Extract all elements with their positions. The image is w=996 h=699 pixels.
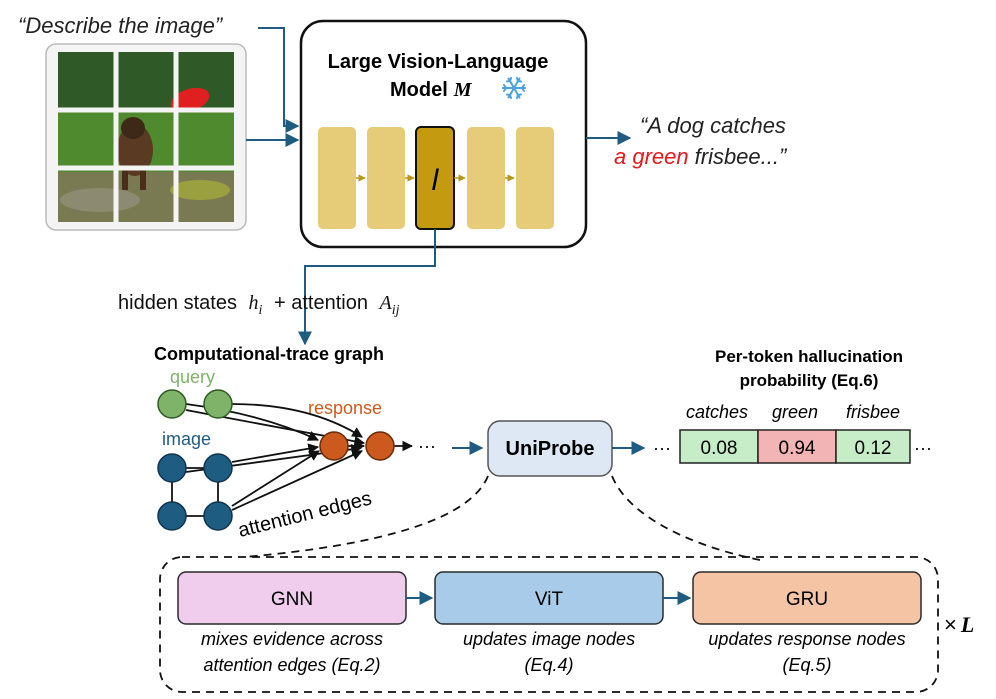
image-label: image	[162, 429, 211, 449]
gru-box	[692, 571, 922, 625]
prompt-text: “Describe the image”	[18, 13, 224, 38]
layer-block	[467, 127, 505, 229]
repeat-label: ×L	[944, 612, 974, 637]
layer-label: l	[432, 164, 440, 197]
prompt-arrow	[258, 27, 300, 133]
output-line1: “A dog catches	[640, 113, 786, 138]
per-token-title-line2: probability (Eq.6)	[740, 371, 879, 390]
vit-desc-line1: updates image nodes	[463, 629, 635, 649]
hallucinated-phrase: a green	[614, 144, 689, 169]
layer-block	[367, 127, 405, 229]
graph-ellipsis: ···	[418, 436, 436, 456]
layer-block	[318, 127, 356, 229]
response-node	[319, 431, 349, 461]
vit-desc-line2: (Eq.4)	[524, 655, 573, 675]
query-label: query	[170, 367, 215, 387]
gru-label: GRU	[786, 589, 828, 610]
gru-desc-line2: (Eq.5)	[782, 655, 831, 675]
query-node	[157, 389, 187, 419]
output-ellipsis-right: ···	[914, 438, 932, 458]
token-cell	[835, 429, 911, 464]
hidden-states-label: hidden states hi + attention Aij	[118, 292, 400, 319]
response-node	[365, 431, 395, 461]
query-node	[203, 389, 233, 419]
token-word: frisbee	[846, 402, 900, 422]
attention-edges-label: attention edges	[236, 487, 374, 541]
gru-desc-line1: updates response nodes	[708, 629, 905, 649]
uniprobe-label: UniProbe	[506, 438, 595, 460]
zoom-line-left	[244, 475, 489, 558]
image-node	[157, 453, 187, 483]
token-probability: 0.94	[779, 438, 816, 459]
gnn-label: GNN	[271, 589, 313, 610]
token-cell	[679, 429, 759, 464]
module-container	[159, 556, 939, 693]
token-probability: 0.12	[855, 438, 892, 459]
token-word: catches	[686, 402, 748, 422]
image-node	[203, 453, 233, 483]
graph-title: Computational-trace graph	[154, 344, 384, 364]
input-image	[45, 43, 247, 231]
image-node	[157, 501, 187, 531]
image-node	[203, 501, 233, 531]
zoom-line-right	[611, 475, 761, 561]
response-label: response	[308, 398, 382, 418]
output-ellipsis-left: ···	[653, 438, 671, 458]
per-token-title-line1: Per-token hallucination	[715, 347, 903, 366]
snowflake-icon	[502, 77, 526, 99]
uniprobe-box: UniProbe	[487, 420, 613, 477]
vlm-title-line1: Large Vision-Language	[328, 51, 549, 73]
token-probability: 0.08	[701, 438, 738, 459]
layer-block	[516, 127, 554, 229]
hidden-state-arrow	[298, 229, 436, 346]
gnn-desc-line1: mixes evidence across	[201, 629, 383, 649]
vit-label: ViT	[535, 589, 564, 610]
token-word: green	[772, 402, 818, 422]
token-cell	[757, 429, 837, 464]
gnn-desc-line2: attention edges (Eq.2)	[203, 655, 380, 675]
